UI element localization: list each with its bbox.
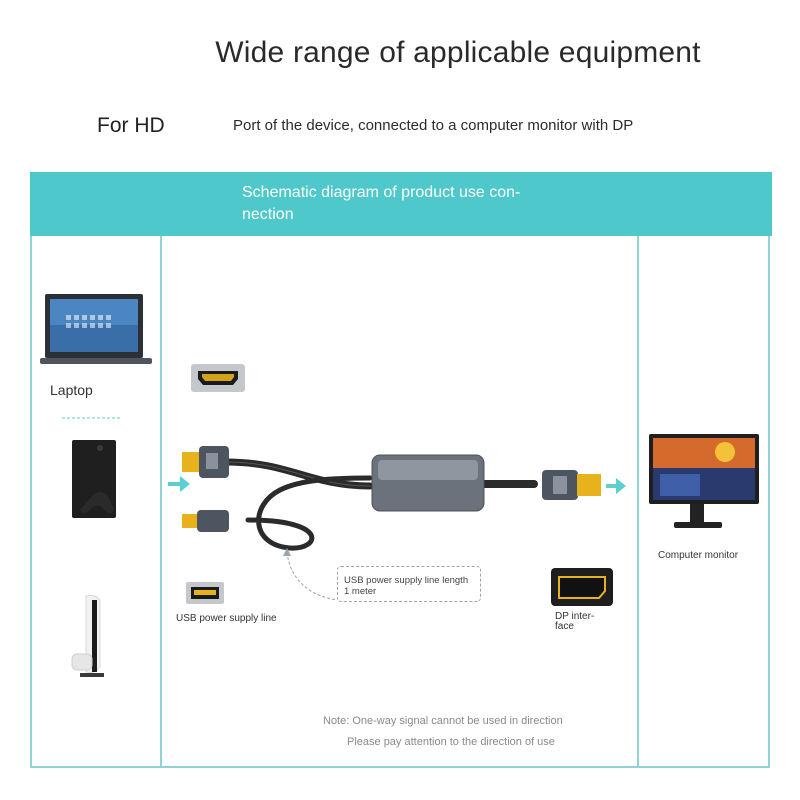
input-arrow (168, 476, 190, 492)
divider-left (160, 236, 162, 768)
output-arrow (606, 478, 626, 494)
note-line-2: Please pay attention to the direction of… (347, 736, 555, 748)
monitor-icon (649, 434, 759, 528)
xbox-console-icon (72, 440, 116, 518)
usb-length-callout: USB power supply line length 1 meter (337, 566, 481, 602)
cables (222, 458, 538, 551)
subtitle-port-description: Port of the device, connected to a compu… (233, 117, 634, 134)
laptop-icon (40, 294, 152, 364)
dp-interface-label: DP inter- face (555, 611, 595, 632)
monitor-label: Computer monitor (658, 550, 739, 561)
usb-plug (182, 510, 229, 532)
divider-right (637, 236, 639, 768)
playstation-console-icon (71, 595, 104, 677)
hdmi-port-icon (191, 364, 245, 392)
callout-pointer-arrowhead (283, 548, 291, 556)
subtitle-for-hd: For HD (97, 114, 165, 137)
dp-plug (542, 470, 601, 500)
hdmi-plug (182, 446, 229, 478)
diagram-frame (30, 236, 770, 768)
dp-port-icon (551, 568, 613, 606)
diagram-banner (30, 172, 772, 236)
laptop-label: Laptop (50, 382, 93, 398)
converter-box (371, 454, 485, 512)
usb-port-icon (186, 582, 224, 604)
callout-pointer (286, 551, 338, 601)
page-title: Wide range of applicable equipment (215, 36, 701, 69)
usb-power-label: USB power supply line (176, 613, 277, 624)
banner-title: Schematic diagram of product use con- ne… (242, 184, 521, 223)
note-line-1: Note: One-way signal cannot be used in d… (323, 715, 563, 727)
